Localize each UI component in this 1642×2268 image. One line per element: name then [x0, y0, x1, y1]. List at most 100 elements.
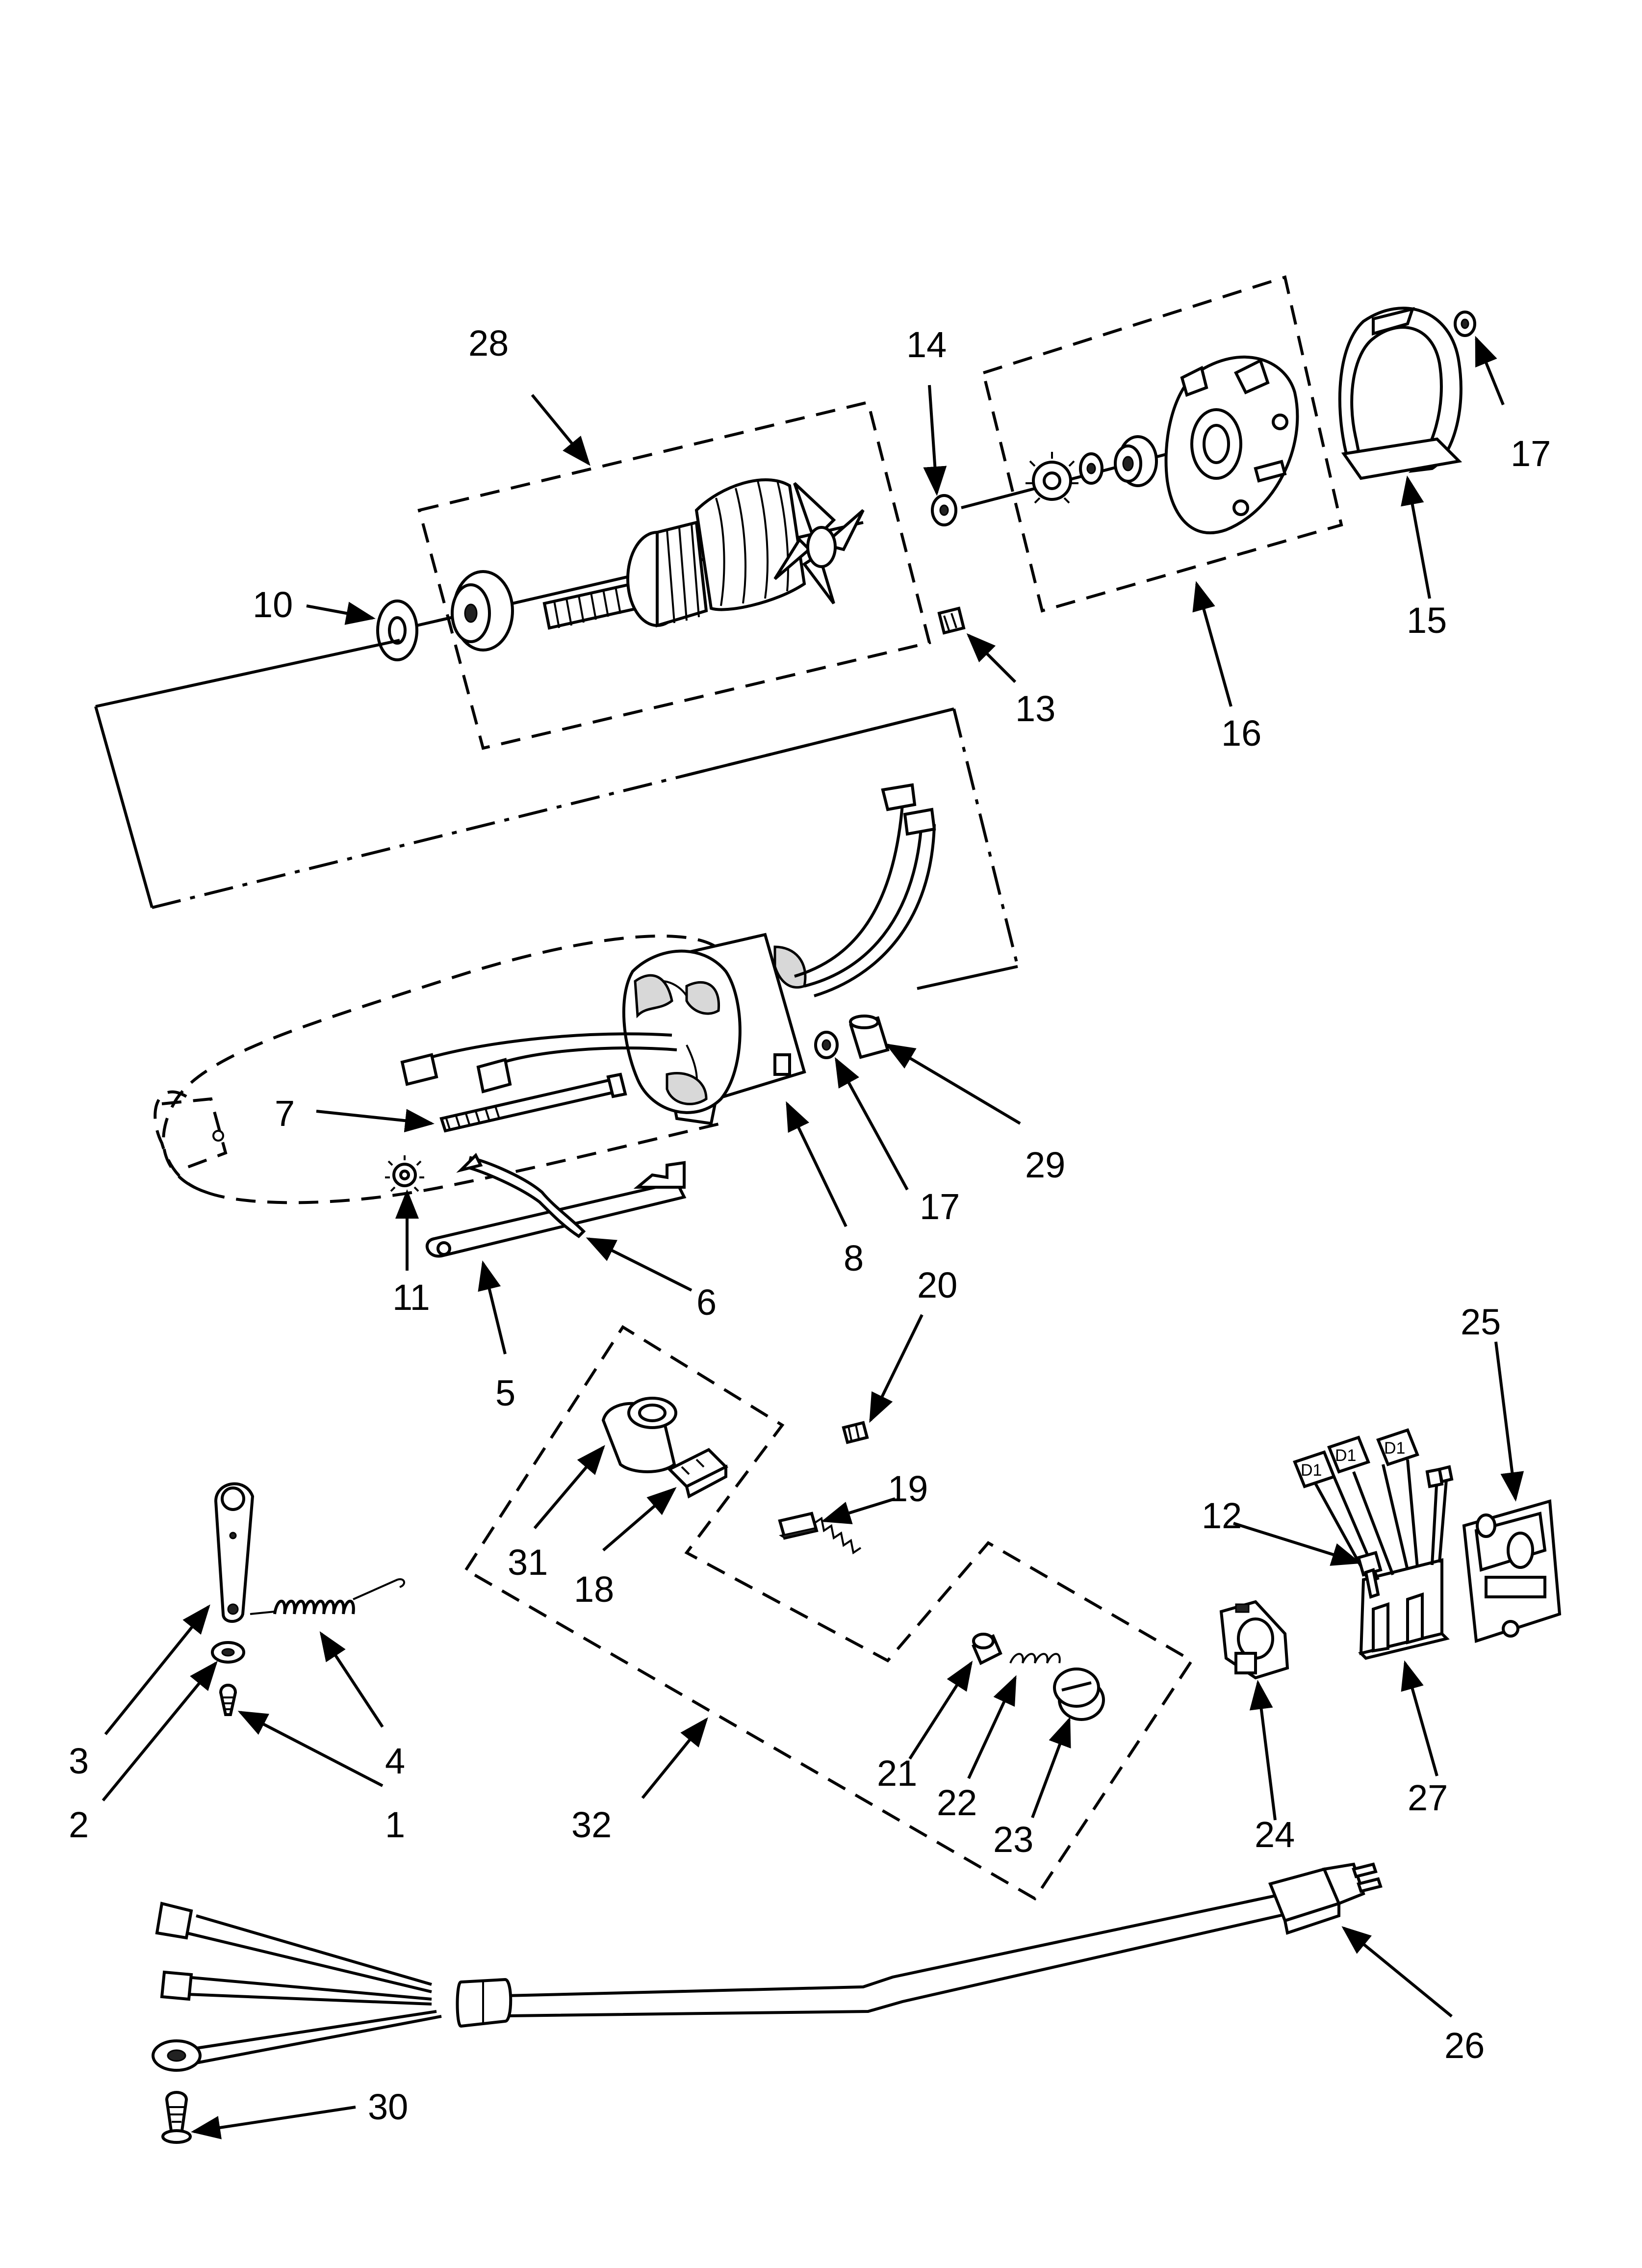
callout-30: 30: [368, 2086, 408, 2127]
leader-27: [1401, 1660, 1438, 1776]
callout-22: 22: [937, 1782, 977, 1823]
brush-dashed-boundary: [463, 1325, 1194, 1901]
leader-16: [1192, 581, 1232, 707]
callout-4: 4: [385, 1741, 405, 1781]
spring-clip-part-6: [456, 1152, 586, 1238]
leader-32: [641, 1717, 708, 1799]
callout-6: 6: [696, 1282, 717, 1323]
brush-holder-part-18: [667, 1448, 729, 1499]
leader-6: [586, 1237, 693, 1292]
cooling-fan: [773, 482, 865, 604]
wire-tag-3: [1376, 1428, 1419, 1466]
callout-8: 8: [844, 1238, 864, 1278]
leader-22: [967, 1675, 1017, 1779]
thrust-washer-part-14: [931, 494, 957, 526]
leader-20: [869, 1314, 924, 1423]
callout-27: 27: [1408, 1777, 1448, 1818]
spacer-part-29: [849, 1015, 890, 1059]
callout-10: 10: [253, 584, 293, 625]
leader-4: [319, 1631, 384, 1728]
screw-part-1: [219, 1684, 237, 1716]
callout-20: 20: [917, 1265, 957, 1305]
leader-25: [1494, 1341, 1524, 1502]
front-bearing: [451, 570, 514, 652]
set-screw-part-20: [842, 1421, 869, 1444]
leader-17-lower: [835, 1057, 909, 1191]
leader-13: [966, 633, 1017, 683]
leader-28: [531, 394, 590, 466]
callout-1: 1: [385, 1804, 405, 1845]
callout-21: 21: [877, 1753, 917, 1794]
callout-24: 24: [1255, 1814, 1295, 1855]
armature-assembly-group: [376, 400, 931, 750]
washer-part-2: [211, 1641, 245, 1664]
leader-26: [1341, 1926, 1453, 2018]
leader-30: [191, 2106, 356, 2139]
carbon-brush-part-19: [778, 1512, 862, 1555]
callout-17-upper: 17: [1511, 433, 1551, 474]
callout-28: 28: [468, 323, 509, 364]
worm-gear-shaft: [542, 582, 640, 630]
ground-screw-part-30: [161, 2091, 192, 2144]
wire-tag-2: [1327, 1435, 1370, 1474]
long-screw-part-7: [439, 1072, 627, 1133]
field-housing-reference-frame: [94, 639, 1019, 990]
leader-1: [237, 1711, 384, 1787]
star-washer-part-11: [385, 1155, 424, 1192]
switch-part-24: [1219, 1600, 1289, 1680]
callout-18: 18: [574, 1569, 614, 1610]
callout-15: 15: [1407, 600, 1447, 641]
end-bell-dashed-boundary: [981, 275, 1343, 613]
callout-17-lower: 17: [920, 1186, 960, 1227]
field-coil-stator-part-8: [622, 933, 807, 1125]
field-lead-wires-front: [400, 1032, 677, 1094]
screw-part-12: [1357, 1551, 1383, 1599]
brush-sleeve-part-31: [601, 1397, 677, 1473]
callout-16: 16: [1221, 713, 1261, 754]
hex-nut-part-17-lower: [814, 1031, 839, 1059]
wire-tag-label-2: D1: [1335, 1446, 1356, 1465]
spacer-washer: [1079, 452, 1103, 485]
leader-lines: [102, 336, 1524, 2139]
callout-31: 31: [508, 1542, 548, 1583]
leader-23: [1031, 1717, 1071, 1819]
end-bell-plate: [1164, 355, 1299, 534]
leader-21: [908, 1660, 973, 1760]
leader-7: [316, 1109, 435, 1133]
callout-13: 13: [1015, 688, 1055, 729]
leader-29: [885, 1043, 1021, 1125]
callout-23: 23: [993, 1819, 1033, 1860]
leader-15: [1401, 475, 1431, 599]
callout-25: 25: [1461, 1302, 1501, 1342]
torsion-spring-part-4: [250, 1578, 405, 1615]
wire-tag-1: [1293, 1450, 1336, 1488]
armature-dashed-boundary: [417, 400, 931, 750]
end-bell-assembly-group: [931, 275, 1343, 613]
set-screw-part-13: [937, 606, 966, 635]
brush-spring-part-22: [1009, 1653, 1061, 1664]
leader-19: [821, 1497, 896, 1524]
switch-cover-part-25: [1462, 1499, 1562, 1643]
callout-3: 3: [69, 1741, 89, 1781]
callout-14: 14: [906, 324, 947, 365]
callout-12: 12: [1202, 1495, 1242, 1536]
callout-labels: 28 10 14 13 16 15 17 7 11 5 6 8 17 29 20…: [69, 323, 1551, 2127]
callout-7: 7: [275, 1093, 295, 1134]
thrust-washer-part-10: [376, 600, 418, 661]
leader-5: [478, 1260, 507, 1355]
wire-tag-label-1: D1: [1301, 1461, 1322, 1480]
leader-8: [786, 1101, 847, 1227]
control-board-part-27: D1 D1 D1: [1293, 1428, 1454, 1660]
field-lead-wires: [794, 783, 936, 997]
brush-cap-screw-part-23: [1053, 1668, 1105, 1721]
callout-26: 26: [1444, 2025, 1485, 2066]
lever-part-3: [214, 1482, 255, 1623]
callout-5: 5: [495, 1373, 515, 1413]
callout-11: 11: [392, 1277, 430, 1318]
wire-tag-label-3: D1: [1384, 1439, 1405, 1458]
rear-bearing: [1114, 435, 1158, 487]
leader-31: [533, 1445, 605, 1529]
power-cord-part-26: [152, 1862, 1383, 2072]
brush-cap-part-21: [972, 1633, 1002, 1666]
